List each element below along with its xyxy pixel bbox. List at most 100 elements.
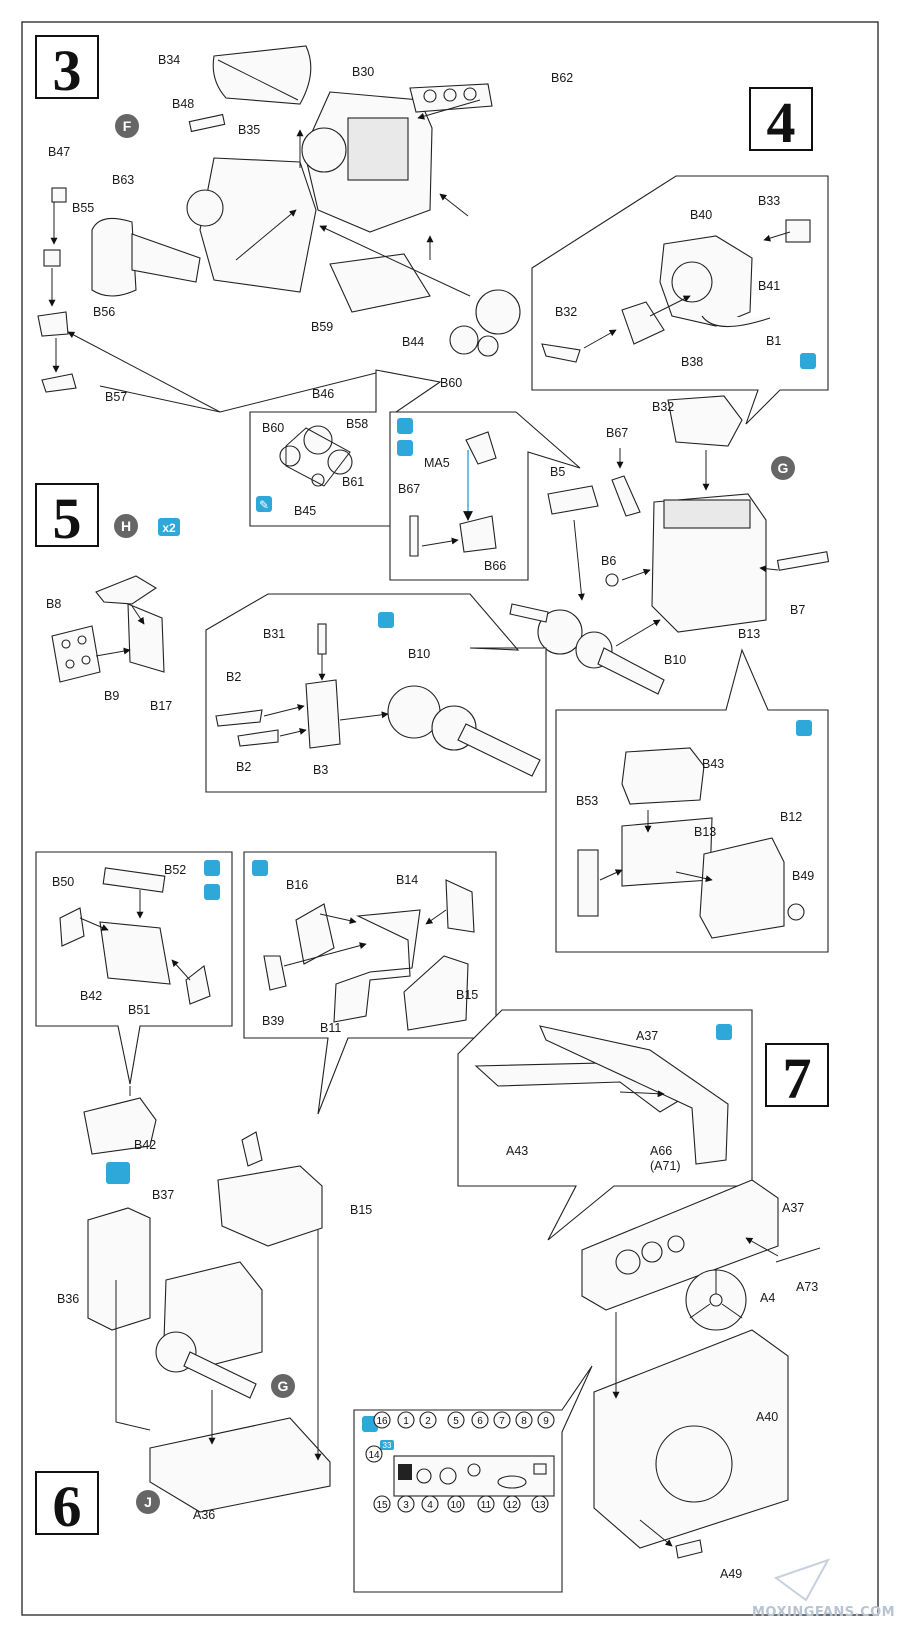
label-b32: B32 (652, 400, 674, 414)
detail-b46-pulley (303, 425, 333, 455)
label-b3: B3 (313, 763, 328, 777)
dash-num-13: 13 (534, 1500, 546, 1511)
part-b35-flywheel (186, 189, 224, 227)
subassembly-g-letter: G (778, 460, 789, 476)
label-a49: A49 (720, 1567, 742, 1581)
part-b59-pan (329, 253, 431, 313)
label-b47: B47 (48, 145, 70, 159)
label-b67: B67 (606, 426, 628, 440)
dash-gauge-3 (667, 1235, 685, 1253)
label-b48: B48 (172, 97, 194, 111)
step-3: 3 F (35, 35, 573, 413)
part-b39-knob (263, 955, 287, 991)
part-b38 (621, 301, 665, 345)
part-b49-fan (787, 903, 805, 921)
dash-num-12: 12 (506, 1500, 518, 1511)
label-b56: B56 (93, 305, 115, 319)
dash-num-3: 3 (403, 1500, 409, 1511)
part-b61-belt (477, 335, 499, 357)
dash-dial-c (467, 1463, 481, 1477)
part-b8-seat (95, 575, 158, 605)
label-b6: B6 (601, 554, 616, 568)
step-4: 4 G B40 B33 B41 B32 B1 B38 MA5 B67 B66 (389, 87, 830, 695)
part-b3 (305, 679, 341, 749)
dash-instrument-callout: 33 16 1 2 5 6 7 8 9 14 15 3 4 10 11 12 1… (353, 1365, 593, 1593)
part-a40-hatch (655, 1425, 733, 1503)
swap-icon (204, 884, 220, 900)
dash-num-16: 16 (376, 1416, 388, 1427)
label-b5: B5 (550, 465, 565, 479)
label-b41: B41 (758, 279, 780, 293)
part-b63-cleaner (91, 217, 137, 297)
paint-icon (252, 860, 268, 876)
label-b31: B31 (263, 627, 285, 641)
step-4-box (749, 87, 813, 151)
label-b59: B59 (311, 320, 333, 334)
label-b36: B36 (57, 1292, 79, 1306)
label-b13: B13 (738, 627, 760, 641)
part-b6 (605, 573, 619, 587)
dash-num-9: 9 (543, 1416, 549, 1427)
paint-icon (378, 612, 394, 628)
part-b53 (577, 849, 599, 917)
dash-num-4: 4 (427, 1500, 433, 1511)
label-b11: B11 (320, 1021, 341, 1035)
part-b15-console (217, 1165, 323, 1247)
paint-icon (796, 720, 812, 736)
part-b42-installed (83, 1097, 157, 1155)
label-b57: B57 (105, 390, 127, 404)
label-a73: A73 (796, 1280, 818, 1294)
label-b52: B52 (164, 863, 186, 877)
watermark: MOXINGFANS.COM (752, 1558, 895, 1620)
part-b66 (459, 515, 497, 553)
label-b66: B66 (484, 559, 506, 573)
label-b30: B30 (352, 65, 374, 79)
label-a4: A4 (760, 1291, 775, 1305)
label-b10-detail: B10 (408, 647, 430, 661)
dash-num-6: 6 (477, 1416, 483, 1427)
step-3-number: 3 (53, 38, 82, 103)
part-b32-installed (667, 395, 743, 447)
label-b63: B63 (112, 173, 134, 187)
step-6-number: 6 (53, 1474, 82, 1539)
part-b52-lid (102, 867, 166, 893)
label-b51: B51 (128, 1003, 150, 1017)
quantity-badge-text: x2 (162, 521, 176, 535)
dash-gauge-2 (641, 1241, 663, 1263)
part-b16 (295, 903, 335, 965)
part-b10-detail-shaft (457, 723, 541, 777)
part-b30-face (347, 117, 409, 181)
part-b55 (43, 249, 61, 267)
part-ma5 (465, 431, 497, 465)
step-5: 5 H x2 B8 B9 B17 (35, 483, 180, 713)
paint-icon (397, 418, 413, 434)
part-b14 (445, 879, 475, 933)
step-3-box (35, 35, 99, 99)
label-b14: B14 (396, 873, 418, 887)
label-b40: B40 (690, 208, 712, 222)
label-b55: B55 (72, 201, 94, 215)
label-b60: B60 (440, 376, 462, 390)
part-b32 (541, 343, 581, 363)
console-detail-callout: B16 B14 B15 B39 B11 (243, 851, 497, 1115)
subassembly-g-badge (771, 456, 795, 480)
dash-number-row-bottom: 14 15 3 4 10 11 12 13 (365, 1445, 549, 1513)
dash-switch (533, 1463, 547, 1475)
label-b35: B35 (238, 123, 260, 137)
label-a40: A40 (756, 1410, 778, 1424)
label-a37: A37 (782, 1201, 804, 1215)
quantity-badge (158, 518, 180, 536)
part-b47 (51, 187, 67, 203)
label-b2-upper: B2 (226, 670, 241, 684)
label-b42: B42 (134, 1138, 156, 1152)
part-b10-shaft (597, 647, 665, 695)
box-detail-callout: B52 B50 B42 B51 (35, 851, 233, 1085)
gearbox-detail-callout: B31 B10 B2 B2 B3 (205, 593, 547, 793)
label-b62: B62 (551, 71, 573, 85)
label-b38: B38 (681, 355, 703, 369)
label-ma5: MA5 (424, 456, 450, 470)
dash-dial-a (416, 1468, 432, 1484)
paper-plane-icon (773, 1558, 831, 1602)
battery-detail-callout: B43 B53 B13 B12 B49 (555, 648, 829, 953)
